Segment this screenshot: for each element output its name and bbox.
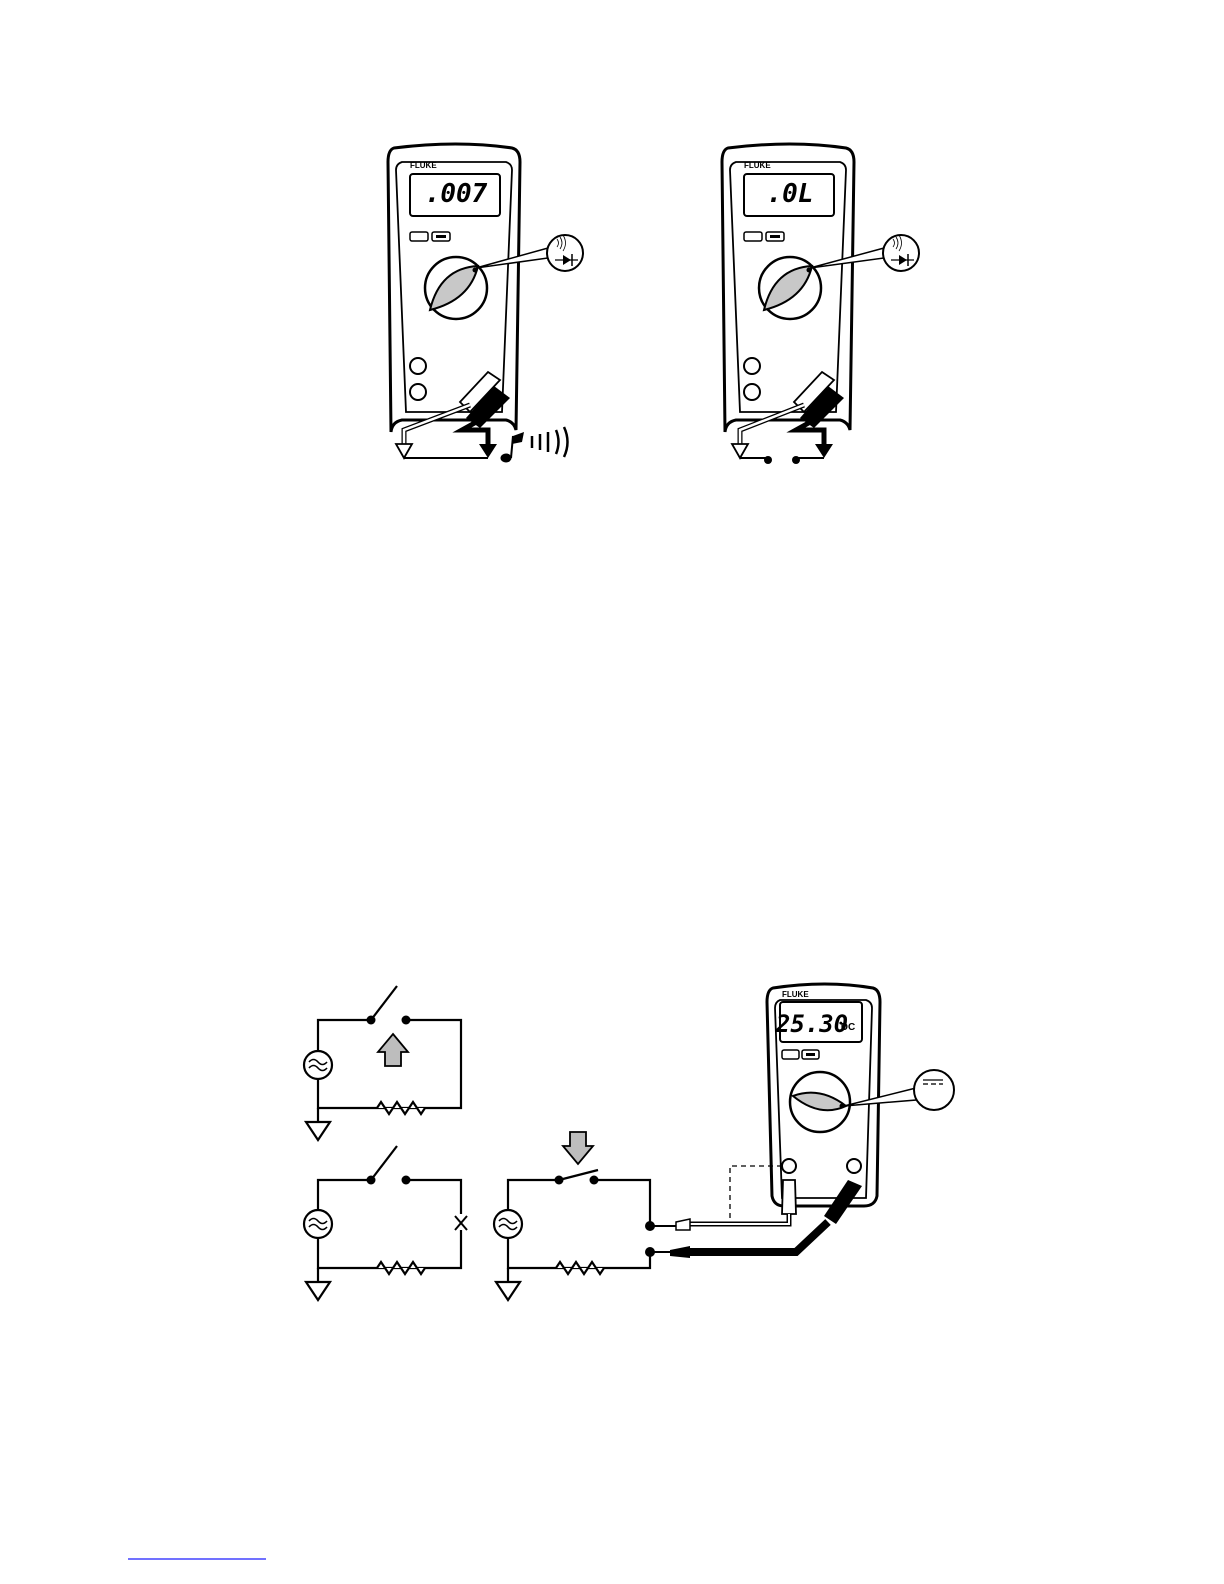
test-lead-red [653,1180,862,1258]
meter-brand: FLUKE [782,990,809,999]
resistor [377,1262,425,1274]
meter-display-reading: .0L [767,179,814,209]
meter-dc-volts-body: FLUKE 25.30 DC [767,984,954,1206]
ground-icon [306,1268,330,1300]
beeper-tone-icon [501,427,568,463]
wire-break-mark [455,1214,467,1230]
dial-setting-callout [844,1070,954,1110]
meter-brand: FLUKE [744,161,771,170]
ac-source-icon [304,1210,332,1238]
resistor [377,1102,425,1114]
circuit-switch-closing [494,1132,655,1300]
meter-continuity-closed: FLUKE .007 [388,144,583,463]
rotary-dial [790,1072,850,1132]
rotary-dial [759,257,821,319]
input-jack-com [744,358,760,374]
lead-dashed-path [730,1166,782,1226]
arrow-down-icon [563,1132,593,1164]
dial-setting-callout [810,235,919,271]
ground-icon [306,1108,330,1140]
dial-setting-callout [476,235,583,271]
input-jack-v [847,1159,861,1173]
meter-brand: FLUKE [410,161,437,170]
circuit-switch-opening [304,986,461,1140]
input-jack-v [410,384,426,400]
ac-source-icon [304,1051,332,1079]
ground-icon [496,1268,520,1300]
meter-continuity-open: FLUKE .0L [722,144,919,464]
resistor [556,1262,604,1274]
switch-lever [371,1146,397,1180]
ac-source-icon [494,1210,522,1238]
test-lead-black [653,1166,796,1230]
meter-display-reading: .007 [425,179,488,209]
meter-display-reading: 25.30 [775,1010,848,1038]
arrow-up-icon [378,1034,408,1066]
rotary-dial [425,257,487,319]
meter-display-unit: DC [841,1022,855,1033]
input-jack-com [782,1159,796,1173]
switch-lever [371,986,397,1020]
circuit-broken-wire [304,1146,467,1300]
input-jack-v [744,384,760,400]
open-circuit-wire [740,456,824,464]
input-jack-com [410,358,426,374]
